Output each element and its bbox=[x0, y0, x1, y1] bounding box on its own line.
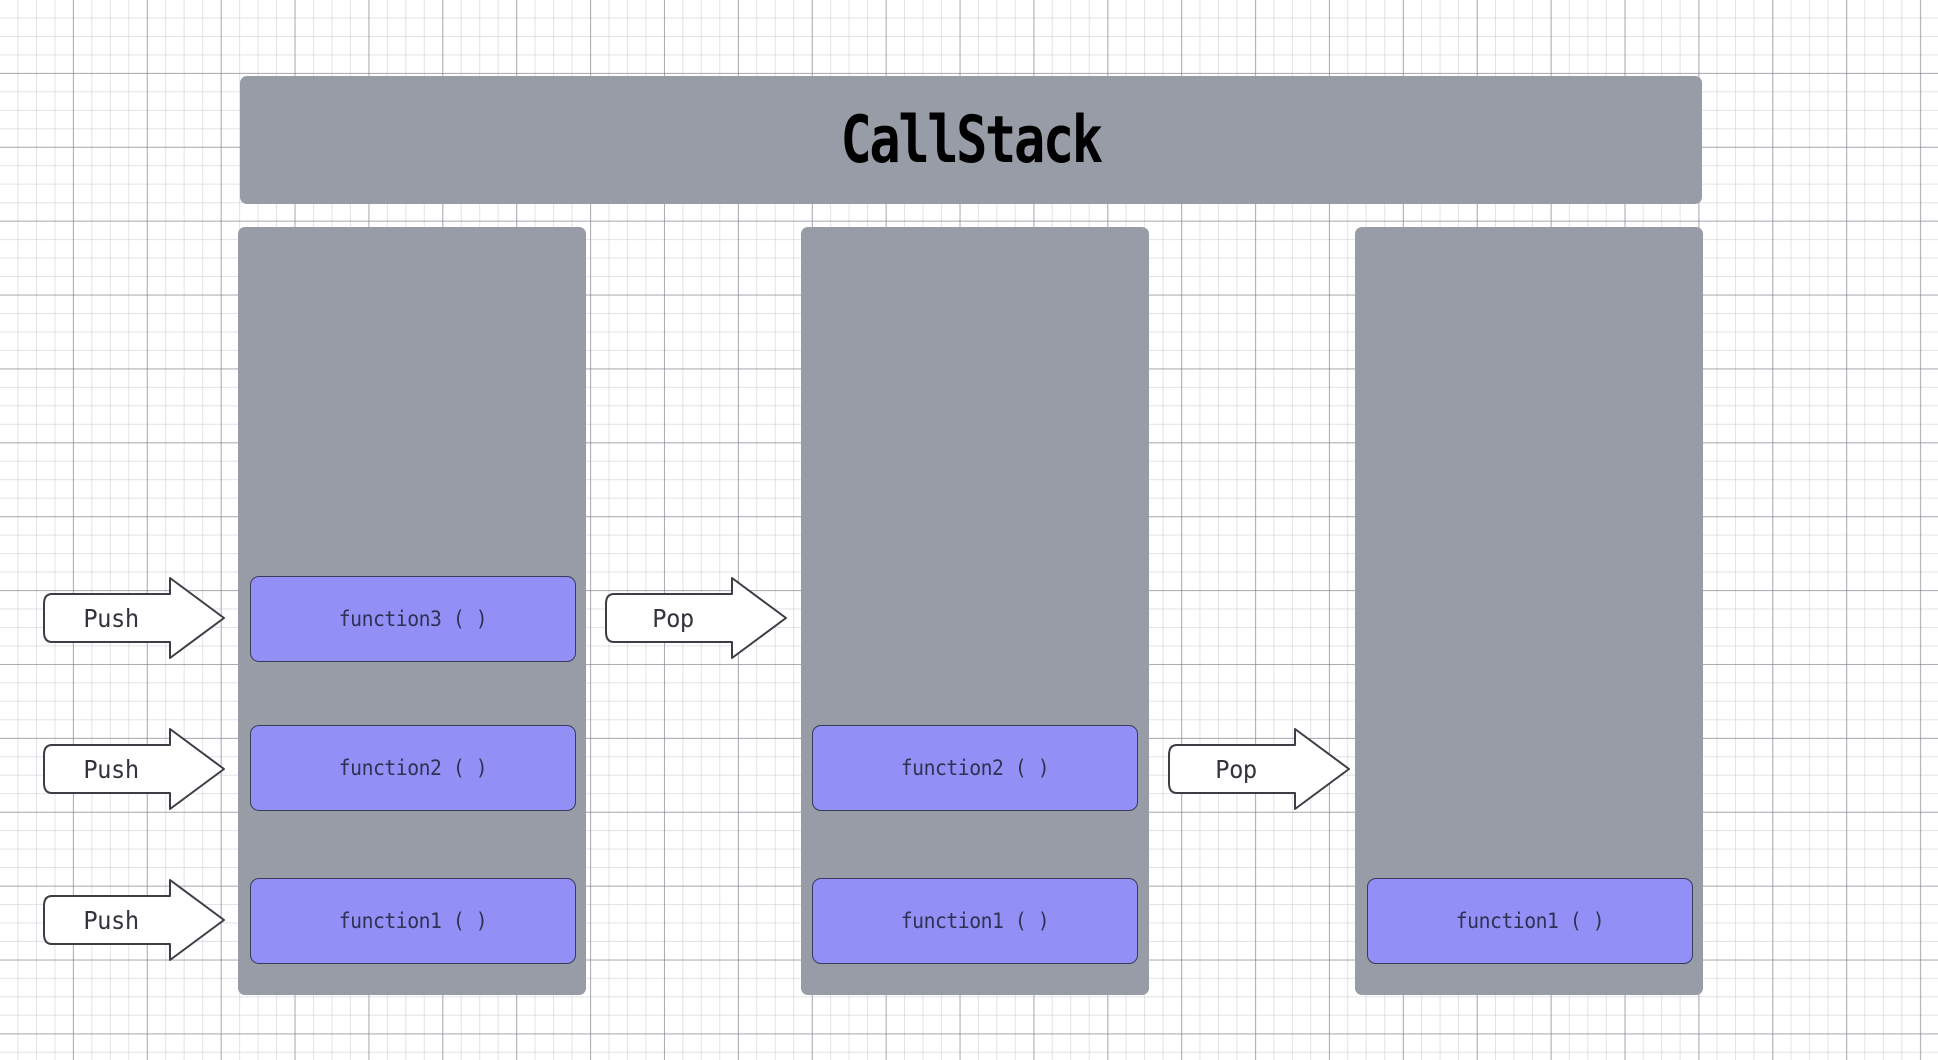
stack-frame-label: function2 ( ) bbox=[900, 756, 1050, 780]
right-arrow-icon bbox=[43, 879, 225, 961]
right-arrow-icon bbox=[605, 577, 787, 659]
stack-frame-label: function1 ( ) bbox=[900, 909, 1050, 933]
right-arrow-icon bbox=[43, 728, 225, 810]
stack-frame-function2-state1: function2 ( ) bbox=[250, 725, 576, 811]
arrow-label: Push bbox=[83, 905, 139, 935]
pop-arrow-function2: Pop bbox=[1167, 727, 1351, 811]
stack-frame-label: function2 ( ) bbox=[338, 756, 488, 780]
arrow-label: Pop bbox=[1215, 754, 1257, 784]
push-arrow-function1: Push bbox=[42, 878, 226, 962]
page-title: CallStack bbox=[840, 102, 1104, 178]
right-arrow-icon bbox=[1168, 728, 1350, 810]
stack-frame-label: function1 ( ) bbox=[1455, 909, 1605, 933]
stack-frame-label: function1 ( ) bbox=[338, 909, 488, 933]
arrow-label: Pop bbox=[652, 603, 694, 633]
push-arrow-function3: Push bbox=[42, 576, 226, 660]
stack-frame-function1-state1: function1 ( ) bbox=[250, 878, 576, 964]
stack-frame-label: function3 ( ) bbox=[338, 607, 488, 631]
arrow-label: Push bbox=[83, 754, 139, 784]
callstack-title-bar: CallStack bbox=[240, 76, 1702, 204]
arrow-label: Push bbox=[83, 603, 139, 633]
stack-frame-function3-state1: function3 ( ) bbox=[250, 576, 576, 662]
stack-frame-function2-state2: function2 ( ) bbox=[812, 725, 1138, 811]
stack-frame-function1-state3: function1 ( ) bbox=[1367, 878, 1693, 964]
stack-state-2-container bbox=[801, 227, 1149, 995]
right-arrow-icon bbox=[43, 577, 225, 659]
stack-frame-function1-state2: function1 ( ) bbox=[812, 878, 1138, 964]
stack-state-3-container bbox=[1355, 227, 1703, 995]
pop-arrow-function3: Pop bbox=[604, 576, 788, 660]
push-arrow-function2: Push bbox=[42, 727, 226, 811]
